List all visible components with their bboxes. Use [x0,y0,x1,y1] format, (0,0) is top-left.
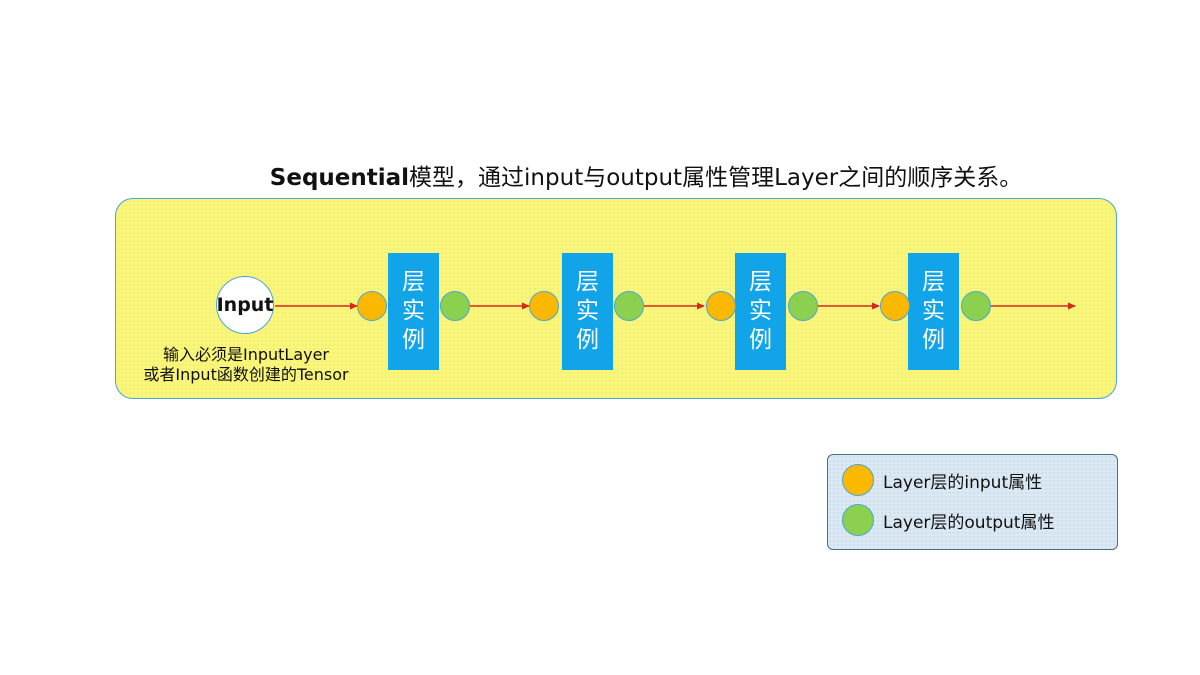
layer-2-input-attr [529,291,559,321]
title-bold: Sequential [269,165,410,191]
input-note-line1: 输入必须是InputLayer [162,345,330,364]
legend-box: Layer层的input属性 Layer层的output属性 [827,454,1118,550]
input-node-label: Input [216,294,274,316]
layer-instance-1-label: 层实例 [402,269,425,353]
legend-label-output: Layer层的output属性 [883,512,1055,533]
layer-instance-4-label: 层实例 [922,269,945,353]
legend-label-input: Layer层的input属性 [883,472,1043,493]
legend-item-input-attr: Layer层的input属性 [842,464,1042,496]
layer-4-input-attr [880,291,910,321]
legend-item-output-attr: Layer层的output属性 [842,504,1054,536]
layer-instance-3-label: 层实例 [749,269,772,353]
layer-3-output-attr [788,291,818,321]
layer-instance-1: 层实例 [388,253,439,370]
legend-swatch-output [842,504,874,536]
input-node: Input [216,276,274,334]
layer-2-output-attr [614,291,644,321]
title-rest: 模型，通过input与output属性管理Layer之间的顺序关系。 [409,165,1023,191]
layer-3-input-attr [706,291,736,321]
layer-1-input-attr [357,291,387,321]
diagram-title: Sequential模型，通过input与output属性管理Layer之间的顺… [0,158,1200,192]
legend-swatch-input [842,464,874,496]
input-note-line2: 或者Input函数创建的Tensor [143,365,349,384]
layer-instance-2: 层实例 [562,253,613,370]
layer-instance-3: 层实例 [735,253,786,370]
layer-instance-2-label: 层实例 [576,269,599,353]
layer-1-output-attr [440,291,470,321]
input-note: 输入必须是InputLayer 或者Input函数创建的Tensor [110,345,382,385]
layer-instance-4: 层实例 [908,253,959,370]
layer-4-output-attr [961,291,991,321]
